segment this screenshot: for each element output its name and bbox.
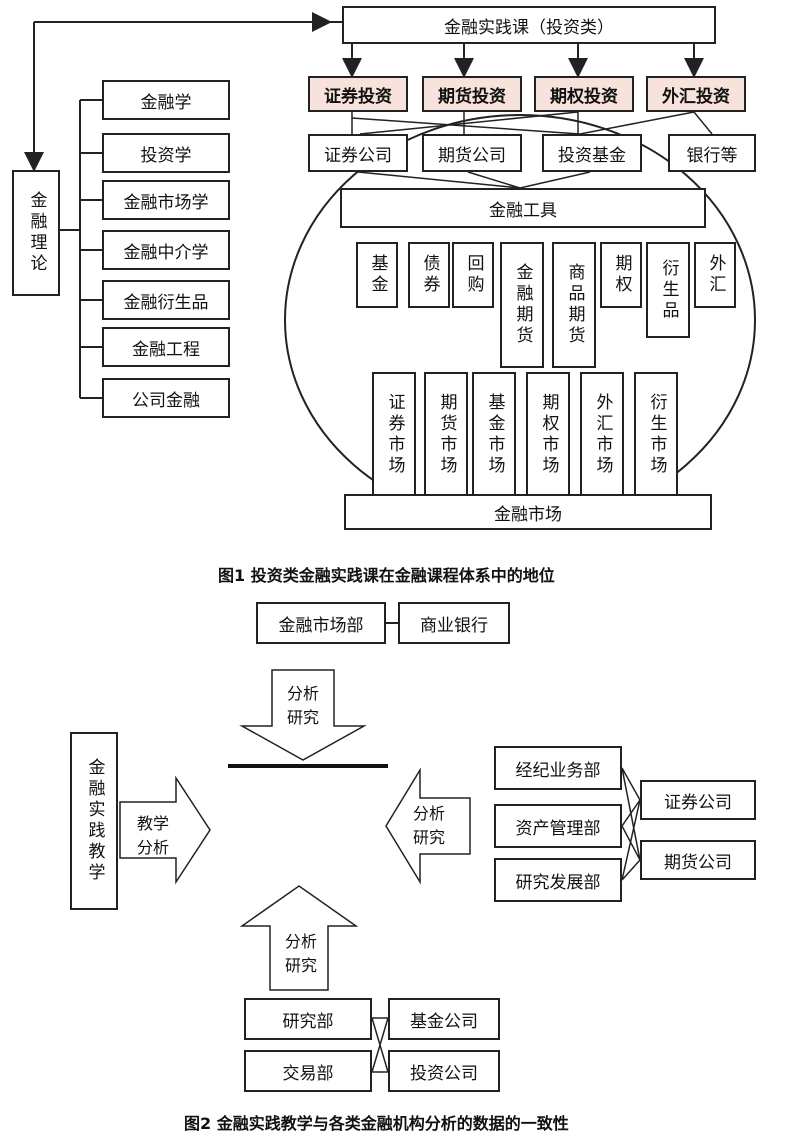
theory-item-corporate-finance: 公司金融 [102, 378, 230, 418]
institution-banks: 银行等 [668, 134, 756, 172]
tool-derivatives-label: 衍生品 [658, 258, 679, 322]
market-securities: 证券市场 [372, 372, 416, 498]
invest-course-futures: 期货投资 [422, 76, 522, 112]
arrow-down [239, 669, 367, 761]
financial-theory-label: 金融理论 [26, 191, 47, 275]
dept-research-development: 研究发展部 [494, 858, 622, 902]
dept-brokerage: 经纪业务部 [494, 746, 622, 790]
theory-item-financial-intermediation: 金融中介学 [102, 230, 230, 270]
financial-market-label: 金融市场 [344, 494, 712, 530]
invest-course-options: 期权投资 [534, 76, 634, 112]
tool-forex: 外汇 [694, 242, 736, 308]
arrow-right-label: 教学 分析 [136, 814, 169, 857]
market-options-label: 期权市场 [538, 393, 559, 477]
market-derivatives-label: 衍生市场 [646, 393, 667, 477]
institution-securities-company: 证券公司 [308, 134, 408, 172]
tool-financial-futures: 金融期货 [500, 242, 544, 368]
market-fund: 基金市场 [472, 372, 516, 498]
market-futures: 期货市场 [424, 372, 468, 498]
tool-commodity-futures: 商品期货 [552, 242, 596, 368]
arrow-left-label: 分析 研究 [412, 804, 445, 847]
arrow-up-label: 分析 研究 [284, 932, 317, 975]
financial-theory: 金融理论 [12, 170, 60, 296]
top-course: 金融实践课（投资类） [342, 6, 716, 44]
theory-item-financial-engineering: 金融工程 [102, 327, 230, 367]
dept-asset-management: 资产管理部 [494, 804, 622, 848]
company-securities: 证券公司 [640, 780, 756, 820]
financial-practice-teaching-label: 金融实践教学 [84, 758, 105, 884]
tool-bond-label: 债券 [419, 254, 440, 296]
arrow-left [385, 767, 471, 885]
institution-investment-fund: 投资基金 [542, 134, 642, 172]
figure1-caption: 图1 投资类金融实践课在金融课程体系中的地位 [218, 566, 555, 585]
commercial-bank: 商业银行 [398, 602, 510, 644]
arrow-down-label: 分析 研究 [286, 684, 319, 727]
theory-item-derivatives: 金融衍生品 [102, 280, 230, 320]
tool-fund-label: 基金 [367, 254, 388, 296]
invest-course-securities: 证券投资 [308, 76, 408, 112]
dept-research: 研究部 [244, 998, 372, 1040]
tool-financial-futures-label: 金融期货 [512, 263, 533, 347]
arrow-up [239, 885, 359, 991]
dept-financial-market: 金融市场部 [256, 602, 386, 644]
market-securities-label: 证券市场 [384, 393, 405, 477]
tool-options: 期权 [600, 242, 642, 308]
tool-forex-label: 外汇 [705, 254, 726, 296]
market-forex-label: 外汇市场 [592, 393, 613, 477]
theory-item-finance: 金融学 [102, 80, 230, 120]
tool-repo-label: 回购 [463, 254, 484, 296]
market-futures-label: 期货市场 [436, 393, 457, 477]
invest-course-forex: 外汇投资 [646, 76, 746, 112]
market-fund-label: 基金市场 [484, 393, 505, 477]
tool-options-label: 期权 [611, 254, 632, 296]
arrow-right [119, 775, 211, 885]
market-forex: 外汇市场 [580, 372, 624, 498]
institution-futures-company: 期货公司 [422, 134, 522, 172]
company-futures: 期货公司 [640, 840, 756, 880]
tool-repo: 回购 [452, 242, 494, 308]
theory-item-financial-markets: 金融市场学 [102, 180, 230, 220]
financial-tools-label: 金融工具 [340, 188, 706, 228]
tool-bond: 债券 [408, 242, 450, 308]
dept-trading: 交易部 [244, 1050, 372, 1092]
market-derivatives: 衍生市场 [634, 372, 678, 498]
market-options: 期权市场 [526, 372, 570, 498]
financial-practice-teaching: 金融实践教学 [70, 732, 118, 910]
theory-item-investments: 投资学 [102, 133, 230, 173]
tool-derivatives: 衍生品 [646, 242, 690, 338]
tool-fund: 基金 [356, 242, 398, 308]
company-fund: 基金公司 [388, 998, 500, 1040]
company-investment: 投资公司 [388, 1050, 500, 1092]
tool-commodity-futures-label: 商品期货 [564, 263, 585, 347]
figure2-caption: 图2 金融实践教学与各类金融机构分析的数据的一致性 [184, 1114, 569, 1133]
